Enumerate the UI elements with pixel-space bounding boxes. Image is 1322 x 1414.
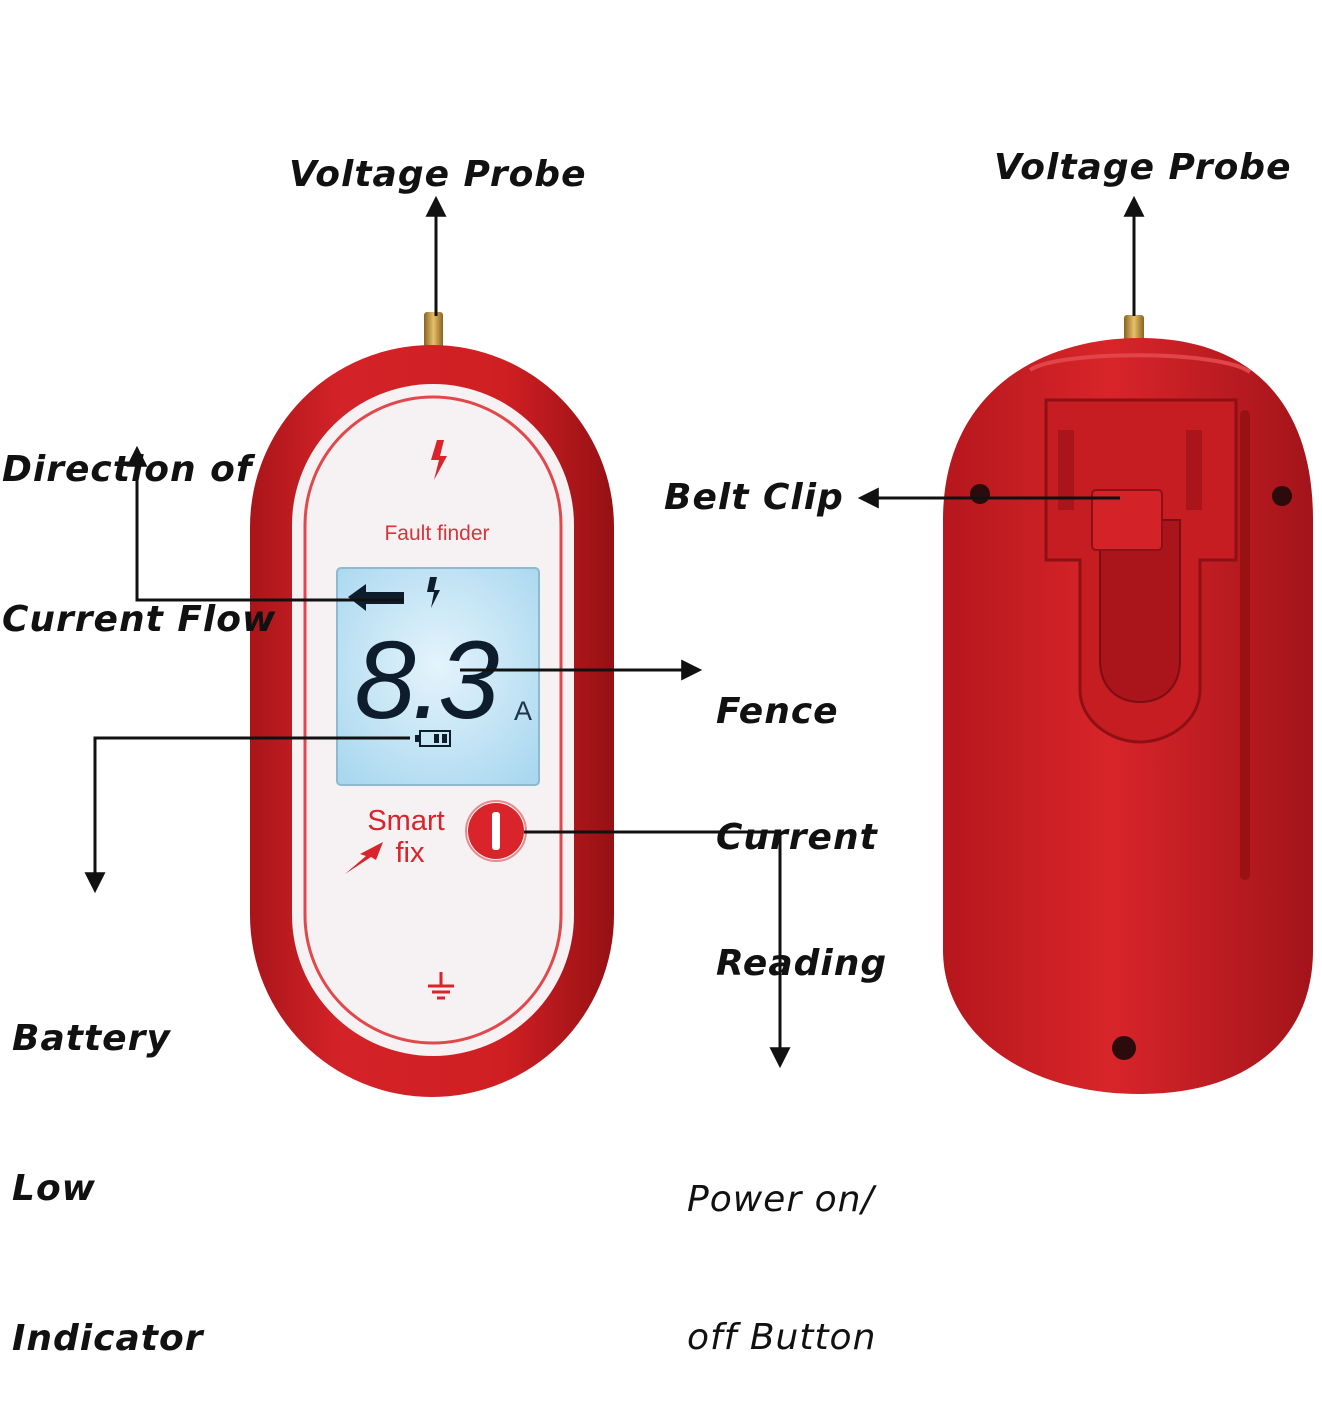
screw-right xyxy=(1272,486,1292,506)
arrow-power-button xyxy=(524,830,791,1069)
power-button-label: Power on/ off Button xyxy=(687,1179,877,1358)
side-slot xyxy=(1240,410,1250,880)
belt-clip-slot xyxy=(1099,519,1181,704)
back-device xyxy=(943,315,1313,1094)
lightning-bolt-icon xyxy=(431,440,447,480)
device-illustration: Fault finder 8.3 A Smart fix xyxy=(84,195,1313,1097)
belt-clip-tab xyxy=(1091,489,1163,551)
arrow-battery-low xyxy=(84,736,410,894)
direction-arrow-icon xyxy=(348,584,404,611)
back-shell-top-lip xyxy=(1028,353,1252,374)
fence-current-reading-label: Fence Current Reading xyxy=(716,691,888,984)
screw-left xyxy=(970,484,990,504)
power-icon xyxy=(492,812,500,850)
fix-lightning-icon xyxy=(345,842,383,874)
power-button[interactable] xyxy=(465,800,527,862)
ground-symbol-icon xyxy=(428,972,454,1000)
voltage-probe-label-front: Voltage Probe xyxy=(289,154,587,195)
brand-text: Fault finder xyxy=(384,522,489,545)
reading-unit: A xyxy=(514,696,532,726)
belt-clip-left-notch xyxy=(1058,430,1074,510)
voltage-probe-tip-front xyxy=(424,312,443,352)
callout-arrows xyxy=(84,195,1145,1069)
screw-bottom xyxy=(1112,1036,1136,1060)
belt-clip-label: Belt Clip xyxy=(664,477,844,518)
arrow-direction xyxy=(126,445,404,602)
battery-low-indicator-label: Battery Low Indicator xyxy=(12,1018,204,1359)
lcd-lightning-bolt-icon xyxy=(427,577,440,608)
smart-label: Smart xyxy=(367,805,444,837)
direction-of-current-flow-label: Direction of Current Flow xyxy=(2,449,277,640)
lcd-screen xyxy=(336,567,540,786)
front-device: Fault finder 8.3 A Smart fix xyxy=(250,312,614,1097)
fix-label: fix xyxy=(396,837,426,869)
voltage-probe-label-back: Voltage Probe xyxy=(994,147,1292,188)
reading-value: 8.3 xyxy=(355,619,500,742)
front-face-trim xyxy=(303,395,563,1045)
belt-clip-right-notch xyxy=(1186,430,1202,510)
fault-finder-diagram: Fault finder 8.3 A Smart fix xyxy=(2,147,1313,1359)
battery-icon xyxy=(415,730,451,747)
